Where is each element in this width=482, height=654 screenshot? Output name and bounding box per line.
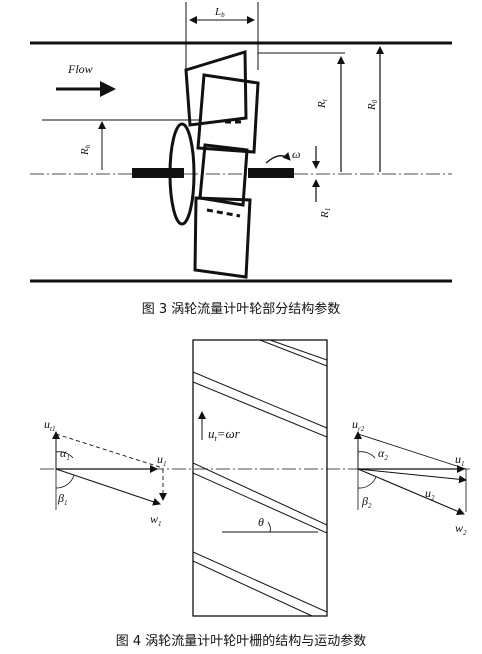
alpha2-label: α2 <box>378 446 388 462</box>
hub-shaft-left <box>132 168 184 178</box>
r0-dimension: R0 <box>366 46 384 172</box>
r1-label: R1 <box>319 208 332 219</box>
w2-label: w2 <box>455 521 467 537</box>
lb-dimension: Lb <box>185 2 259 70</box>
hub-shaft-right <box>248 168 294 178</box>
theta-label: θ <box>258 515 264 529</box>
outlet-velocity-triangle: ur2 α2 β2 u1 u2 w2 <box>352 417 467 537</box>
flow-label: Flow <box>67 62 93 76</box>
inlet-velocity-triangle: ut1 α1 β1 u1 w1 <box>44 417 167 528</box>
r0-label: R0 <box>366 99 379 111</box>
turbine-blades <box>184 49 260 279</box>
ut2-label: ur2 <box>352 417 365 433</box>
ut1-label: ut1 <box>44 417 55 433</box>
cascade-frame <box>192 339 328 617</box>
rh-dimension: Rh <box>42 119 200 170</box>
figure-4: θ ut=ωr ut1 α1 β1 u1 w1 <box>40 339 470 649</box>
u2-label: u2 <box>425 486 435 502</box>
figure-4-caption: 图 4 涡轮流量计叶轮叶栅的结构与运动参数 <box>116 633 367 649</box>
r1-dimension: R1 <box>312 146 332 219</box>
u1-left-label: u1 <box>157 452 167 468</box>
beta2-label: β2 <box>361 494 372 510</box>
omega-label: ω <box>292 147 300 161</box>
hub-ellipse <box>168 122 196 226</box>
w1-label: w1 <box>150 512 162 528</box>
theta-arc <box>267 521 271 533</box>
lb-label: Lb <box>214 6 225 19</box>
figure-3-caption: 图 3 涡轮流量计叶轮部分结构参数 <box>142 301 341 317</box>
alpha1-label: α1 <box>60 446 70 462</box>
ut-equation: ut=ωr <box>208 426 241 443</box>
rotation-indicator: ω <box>265 147 300 164</box>
rh-label: Rh <box>79 144 92 156</box>
rt-dimension: Rt <box>258 52 345 172</box>
rt-label: Rt <box>316 98 329 109</box>
flow-arrow: Flow <box>56 62 116 97</box>
cascade-blades <box>193 340 327 616</box>
figure-3: Lb Flow ω Rh <box>30 2 452 317</box>
u1-right-label: u1 <box>455 452 465 468</box>
beta1-label: β1 <box>57 491 67 507</box>
